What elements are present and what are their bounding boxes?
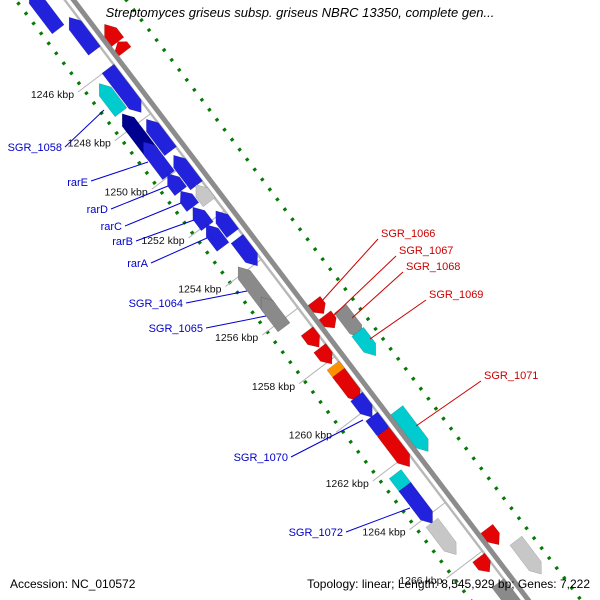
gene-label[interactable]: SGR_1070 <box>234 452 288 464</box>
gene-arrow[interactable] <box>300 326 320 348</box>
gene-label[interactable]: SGR_1068 <box>406 261 460 273</box>
gene-arrow[interactable] <box>98 83 128 118</box>
gene-label-line <box>205 315 267 329</box>
gene-label-line <box>185 290 248 304</box>
gene-label-line <box>110 185 169 210</box>
tick-line <box>446 550 483 579</box>
tick-label: 1250 kbp <box>105 186 148 198</box>
gene-arrow[interactable] <box>143 141 175 181</box>
gene-arrow[interactable] <box>350 391 373 418</box>
tick-label: 1252 kbp <box>141 235 184 247</box>
gene-arrow[interactable] <box>472 552 491 573</box>
gene-label-line <box>64 109 105 148</box>
gene-arrow[interactable] <box>205 224 230 252</box>
gene-label[interactable]: SGR_1066 <box>381 228 435 240</box>
tick-label: 1246 kbp <box>31 89 74 101</box>
tick-label: 1260 kbp <box>289 429 332 441</box>
gene-arrow[interactable] <box>28 0 65 35</box>
dotted-guide-line <box>13 0 473 600</box>
gene-arrow[interactable] <box>68 16 101 56</box>
gene-arrow[interactable] <box>398 481 433 524</box>
gene-label[interactable]: SGR_1071 <box>484 370 538 382</box>
status-bar: Accession: NC_010572 Topology: linear; L… <box>10 577 590 591</box>
gene-arrow[interactable] <box>215 210 240 239</box>
genome-title: Streptomyces griseus subsp. griseus NBRC… <box>105 5 495 20</box>
gene-arrow[interactable] <box>173 154 203 191</box>
genome-backbone <box>70 0 532 600</box>
gene-arrow[interactable] <box>307 295 326 314</box>
accession-text: Accession: NC_010572 <box>10 577 136 591</box>
tick-label: 1262 kbp <box>326 478 369 490</box>
tick-label: 1258 kbp <box>252 381 295 393</box>
gene-arrow[interactable] <box>480 523 500 546</box>
gene-arrow[interactable] <box>230 233 258 267</box>
gene-arrow[interactable] <box>425 517 457 555</box>
gene-label-line <box>290 419 364 458</box>
gene-label[interactable]: SGR_1069 <box>429 289 483 301</box>
gene-label-line <box>135 219 195 242</box>
gene-label[interactable]: rarA <box>127 258 148 270</box>
dotted-guide-line <box>124 0 584 600</box>
gene-label-line <box>320 238 379 303</box>
gene-label[interactable]: SGR_1067 <box>399 245 453 257</box>
gene-arrow[interactable] <box>376 426 410 468</box>
gene-arrow[interactable] <box>179 190 200 212</box>
gene-label[interactable]: rarE <box>67 177 88 189</box>
tick-label: 1256 kbp <box>215 332 258 344</box>
gene-arrow[interactable] <box>390 405 429 452</box>
gene-arrow[interactable] <box>146 118 177 157</box>
gene-label[interactable]: SGR_1064 <box>129 298 183 310</box>
gene-label[interactable]: SGR_1058 <box>8 142 62 154</box>
gene-arrow[interactable] <box>318 310 337 329</box>
gene-arrow[interactable] <box>313 343 333 365</box>
gene-label-line <box>351 271 404 319</box>
tick-label: 1254 kbp <box>178 284 221 296</box>
gene-label-line <box>90 161 149 182</box>
gene-label[interactable]: rarB <box>112 236 133 248</box>
gene-arrow[interactable] <box>509 535 542 575</box>
gene-label-line <box>150 237 208 264</box>
tick-label: 1248 kbp <box>68 138 111 150</box>
gene-arrow[interactable] <box>195 184 216 208</box>
gene-label[interactable]: SGR_1065 <box>149 323 203 335</box>
gene-label-line <box>369 299 427 340</box>
gene-label[interactable]: rarD <box>87 204 108 216</box>
gene-arrow[interactable] <box>192 206 214 232</box>
gene-label-line <box>415 380 482 427</box>
tick-label: 1264 kbp <box>362 527 405 539</box>
gene-arrow[interactable] <box>260 296 291 333</box>
gene-arrow[interactable] <box>104 23 125 47</box>
tick-label: 1266 kbp <box>399 575 442 587</box>
gene-label[interactable]: SGR_1072 <box>289 527 343 539</box>
gene-label-line <box>331 255 397 318</box>
gene-label-line <box>345 507 411 533</box>
gene-arrow[interactable] <box>351 326 377 357</box>
gene-label-line <box>124 202 182 227</box>
gene-arrow[interactable] <box>167 173 188 197</box>
topology-summary-text: Topology: linear; Length: 8,545,929 bp; … <box>307 577 590 591</box>
gene-arrow[interactable] <box>491 578 522 600</box>
gene-arrow[interactable] <box>114 41 132 57</box>
gene-label[interactable]: rarC <box>101 221 122 233</box>
gene-arrow[interactable] <box>101 63 142 113</box>
